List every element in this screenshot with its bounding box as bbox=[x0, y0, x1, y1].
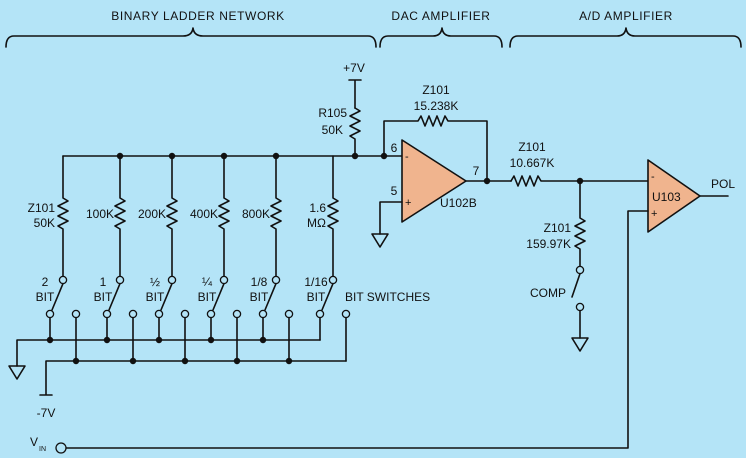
pol-output-label: POL bbox=[711, 177, 735, 191]
node-dot bbox=[259, 336, 267, 344]
node-dot bbox=[46, 336, 54, 344]
bit-switch-1 bbox=[102, 275, 138, 362]
bit-word-label: BIT bbox=[36, 290, 55, 304]
ladder-resistor-value: 1.6 bbox=[309, 201, 326, 215]
shunt-resistor bbox=[574, 180, 586, 267]
r105-resistor bbox=[349, 107, 361, 157]
u102-pin-7: 7 bbox=[473, 164, 480, 178]
pos-supply-tee bbox=[348, 79, 362, 109]
bit-switches-label: BIT SWITCHES bbox=[345, 290, 430, 304]
dac-amplifier-u102b bbox=[401, 139, 467, 223]
ladder-resistor-eighth bbox=[270, 155, 282, 277]
bit-weight-label: 1 bbox=[100, 275, 107, 289]
ladder-resistor-value: 100K bbox=[86, 207, 114, 221]
u103-label: U103 bbox=[652, 190, 681, 204]
vin-label: V bbox=[30, 435, 38, 449]
ladder-resistor-quarter bbox=[218, 155, 230, 277]
vin-terminal bbox=[55, 442, 67, 454]
neg-supply-label: -7V bbox=[37, 406, 56, 420]
node-dot bbox=[72, 357, 80, 365]
bit-word-label: BIT bbox=[250, 290, 269, 304]
dac-feedback-wire bbox=[383, 115, 488, 182]
u102-label: U102B bbox=[440, 196, 477, 210]
ladder-resistor-sixteenth bbox=[327, 155, 339, 277]
ladder-resistor-name: Z101 bbox=[28, 201, 56, 215]
node-dot bbox=[207, 336, 215, 344]
r105-name: R105 bbox=[318, 106, 347, 120]
bit-word-label: BIT bbox=[307, 290, 326, 304]
bit-word-label: BIT bbox=[198, 290, 217, 304]
bit-weight-label: 1/8 bbox=[251, 275, 268, 289]
shunt-resistor-name: Z101 bbox=[544, 221, 572, 235]
node-dot bbox=[285, 357, 293, 365]
vin-subscript: IN bbox=[39, 446, 46, 453]
feedback-resistor-name: Z101 bbox=[422, 83, 450, 97]
shunt-resistor-value: 159.97K bbox=[526, 237, 571, 251]
ladder-resistor-value: 800K bbox=[242, 207, 270, 221]
r105-value: 50K bbox=[322, 123, 343, 137]
bit-weight-label: ¼ bbox=[202, 275, 213, 289]
bit-word-label: BIT bbox=[146, 290, 165, 304]
comp-label: COMP bbox=[530, 286, 566, 300]
ground-bus bbox=[16, 339, 321, 367]
ladder-brace bbox=[5, 27, 377, 48]
series-resistor bbox=[510, 175, 649, 187]
ladder-resistor-value: 400K bbox=[190, 207, 218, 221]
ladder-resistor-value: 200K bbox=[138, 207, 166, 221]
node-dot bbox=[351, 152, 359, 160]
node-dot bbox=[103, 336, 111, 344]
ladder-resistor-unit: MΩ bbox=[307, 216, 326, 230]
node-dot bbox=[483, 177, 491, 185]
dac-brace bbox=[379, 27, 503, 48]
node-dot bbox=[181, 357, 189, 365]
vin-wire bbox=[65, 210, 649, 449]
u102-pin-6: 6 bbox=[391, 141, 398, 155]
u103-minus-sign: - bbox=[651, 171, 655, 183]
node-dot bbox=[155, 336, 163, 344]
series-resistor-name: Z101 bbox=[518, 140, 546, 154]
bit-weight-label: ½ bbox=[150, 275, 160, 289]
series-resistor-value: 10.667K bbox=[510, 156, 555, 170]
bit-word-label: BIT bbox=[94, 290, 113, 304]
node-dot bbox=[129, 357, 137, 365]
ladder-resistor-2 bbox=[57, 155, 69, 277]
ladder-resistor-value: 50K bbox=[34, 216, 55, 230]
bit-weight-label: 1/16 bbox=[304, 275, 328, 289]
ad-brace bbox=[509, 27, 742, 48]
pos-supply-label: +7V bbox=[343, 61, 365, 75]
ad-section-title: A/D AMPLIFIER bbox=[579, 9, 673, 23]
ladder-section-title: BINARY LADDER NETWORK bbox=[111, 9, 285, 23]
neg-supply-bus bbox=[39, 360, 347, 396]
ladder-resistor-1 bbox=[114, 155, 126, 277]
u102-minus-sign: - bbox=[405, 151, 409, 163]
u102-noninv-ground-wire bbox=[379, 201, 403, 235]
ground-symbol bbox=[371, 233, 389, 248]
ground-symbol bbox=[571, 337, 589, 352]
u102-plus-sign: + bbox=[405, 197, 411, 209]
comparator-u103 bbox=[647, 159, 701, 233]
bit-weight-label: 2 bbox=[42, 275, 49, 289]
u103-plus-sign: + bbox=[651, 208, 657, 220]
feedback-resistor-value: 15.238K bbox=[414, 99, 459, 113]
ground-symbol bbox=[8, 365, 26, 380]
node-dot bbox=[233, 357, 241, 365]
u102-pin-5: 5 bbox=[391, 184, 398, 198]
comp-switch bbox=[571, 265, 585, 339]
bit-switch-sixteenth bbox=[315, 275, 351, 362]
dac-section-title: DAC AMPLIFIER bbox=[391, 9, 490, 23]
ladder-resistor-half bbox=[166, 155, 178, 277]
bit-switch-2 bbox=[45, 275, 81, 362]
